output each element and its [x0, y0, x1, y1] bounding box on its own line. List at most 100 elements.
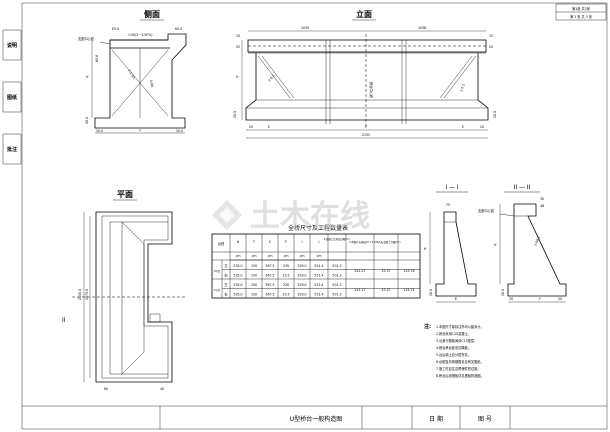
section-II-dim-bottom-left: 20	[509, 297, 513, 301]
table-cell: 329.0	[297, 264, 306, 268]
table-cell: 23.5	[282, 274, 289, 278]
elev-dim-left-lower: 20.0	[233, 111, 237, 118]
plan-section-mark: II	[62, 317, 66, 324]
plan-dim-total-b: 1975.0	[85, 289, 89, 300]
note-item: 1.本图尺寸除标注外均以厘米计。	[436, 324, 484, 329]
elev-slope-left: 2.0:1	[268, 74, 276, 83]
table-group-1: 1号台	[214, 288, 221, 292]
drawing-no-label: 图 号	[478, 416, 492, 423]
table-cell: 125.74	[403, 288, 414, 292]
table-head-8: 2.浆砌片石基础(m³)	[349, 240, 371, 244]
table-cell: 551.4	[314, 264, 323, 268]
table-cell: 150	[251, 264, 257, 268]
sheet-index: 第1张 共3张	[572, 6, 591, 11]
table-cell: 501.3	[332, 283, 341, 287]
watermark-logo-icon	[212, 200, 242, 230]
side-tab-3: 批注	[7, 146, 17, 153]
table-cell: 235	[283, 283, 289, 287]
note-item: 2.桥台采用C25混凝土。	[436, 331, 471, 336]
side-slope-b: 4:00	[149, 79, 154, 87]
side-tabs: 说明 图纸 批注	[2, 29, 22, 165]
section-II-dim-bottom-E: F	[539, 297, 541, 301]
table-cell: 551.4	[314, 293, 323, 297]
table-cell: 367.5	[265, 264, 274, 268]
side-dim-left: 60.6	[95, 55, 99, 62]
side-dim-H: H	[86, 75, 89, 79]
elevation-view: 立面 1039 1038 10 25 15 20 2.0:1 2.0:1 桥台中…	[233, 9, 497, 139]
date-label: 日 期	[429, 415, 443, 423]
elev-dim-bottom-E2: E	[462, 125, 464, 129]
drawing-title: U型桥台一般构造图	[290, 415, 342, 423]
table-head-4: F	[285, 240, 287, 244]
side-dim-left-lower: 20.0	[85, 117, 89, 124]
table-cell: 125.76	[403, 269, 414, 273]
elev-dim-left-mid: 25	[236, 45, 240, 49]
table-unit-3: cm	[268, 254, 273, 258]
elev-dim-left-top: 10	[236, 34, 240, 38]
note-item: 3.台身与基础间设C15垫层。	[436, 338, 477, 343]
side-dim-top-right: 60.0	[175, 27, 182, 31]
header-box: 第1张 共3张 第 2 张 共 3 张	[555, 3, 607, 21]
elev-dim-bottom-F: F	[365, 125, 367, 129]
note-item: 4.桥台承台处设沉降缝。	[436, 345, 471, 350]
elev-dim-bottom-20b: 20	[480, 125, 484, 129]
table-row: 左 535.0 150 367.5 235 329.0 551.4 501.3 …	[224, 282, 414, 292]
table-row: 右 535.0 150 367.5 23.5 329.0 551.4 501.3	[224, 292, 341, 297]
plan-dim-total-a: 2155.0	[78, 289, 82, 300]
elevation-title: 立面	[356, 9, 372, 19]
plan-title: 平面	[117, 190, 133, 199]
table-head-6: J	[318, 240, 320, 244]
table-row: 右 535.0 150 367.5 23.5 329.0 551.4 501.3	[224, 273, 341, 278]
table-head-2: T	[252, 240, 255, 244]
table-cell: 551.4	[314, 274, 323, 278]
table-cell: 241.27	[354, 269, 365, 273]
table-cell: 150	[251, 274, 257, 278]
elev-slope-right: 2.0:1	[459, 83, 466, 92]
plan-dim-bottom-left: 60	[104, 387, 108, 391]
table-unit-6: cm	[317, 254, 322, 258]
side-tab-2: 图纸	[7, 94, 17, 101]
table-cell: 150	[251, 293, 257, 297]
section-II: II — II 支座中心线 30 48 2.00:1 H 20 F 20 20.…	[478, 184, 567, 303]
section-II-dim-top-b: 48	[540, 204, 544, 208]
table-unit-5: cm	[300, 254, 305, 258]
plan-dim-bottom-right: 40	[160, 387, 164, 391]
notes: 注: 1.本图尺寸除标注外均以厘米计。 2.桥台采用C25混凝土。 3.台身与基…	[424, 323, 484, 378]
table-cell: 535.0	[233, 274, 242, 278]
table-head-0: 台别	[218, 241, 224, 246]
elev-dim-total: 2155	[362, 133, 370, 137]
elev-centerline-label: 桥台中心线	[369, 82, 374, 99]
side-dim-bottom-left: 20.0	[96, 129, 103, 133]
table-cell: 501.3	[332, 274, 341, 278]
elev-dim-top-left: 1039	[301, 26, 309, 30]
elev-dim-right-top: 15	[489, 34, 493, 38]
table-cell: 535.0	[233, 264, 242, 268]
side-dim-bottom-T: T	[138, 129, 141, 133]
table-cell: 33.37	[381, 288, 390, 292]
section-II-dim-H: H	[494, 243, 497, 247]
table-cell: 535.0	[233, 283, 242, 287]
elev-dim-bottom-E: E	[268, 125, 270, 129]
section-I-dim-top: 75	[446, 203, 450, 207]
section-II-dim-bottom-20: 20	[558, 297, 562, 301]
elev-dim-right-mid: 20	[489, 45, 493, 49]
table-cell: 33.37	[381, 269, 390, 273]
table-cell: 右	[224, 292, 227, 297]
side-dim-bottom-right: 20.0	[176, 129, 183, 133]
elev-dim-right-lower: 20.0	[493, 111, 497, 118]
side-view-title: 侧面	[144, 9, 160, 19]
quantity-table: 全桥尺寸及工程数量表 台别 H T E F I J 1.混凝土台身及台帽(m³)…	[211, 224, 421, 299]
table-cell: 535.0	[233, 293, 242, 297]
title-block: U型桥台一般构造图 日 期 图 号	[159, 406, 511, 429]
table-cell: 23.5	[282, 293, 289, 297]
side-slope-a: 1:1.50	[127, 69, 136, 80]
table-cell: 235	[283, 264, 289, 268]
note-item: 7.施工时应注意预埋件的位置。	[436, 366, 480, 371]
table-cell: 329.0	[297, 293, 306, 297]
elev-dim-H: H	[236, 75, 239, 79]
table-cell: 右	[224, 273, 227, 278]
table-cell: 551.4	[314, 283, 323, 287]
side-tab-1: 说明	[7, 42, 17, 49]
plan-view: 平面 II 2155.0 1975.0 60 40	[62, 190, 186, 391]
